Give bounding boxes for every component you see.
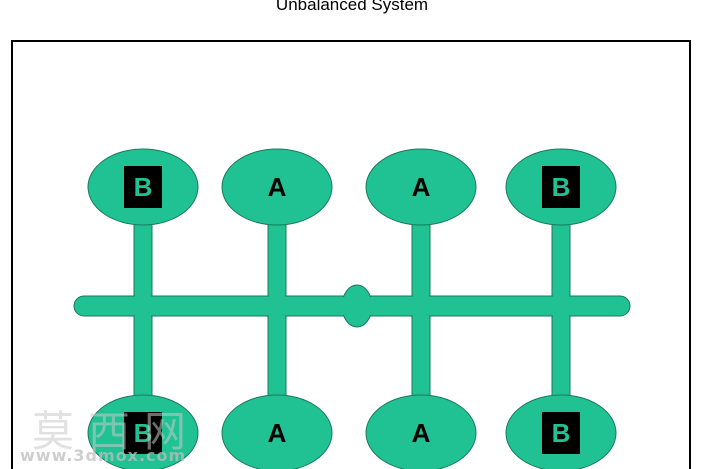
node-label: A xyxy=(268,418,287,448)
bottom-node-b-4: B xyxy=(505,394,617,469)
node-label: B xyxy=(134,172,153,202)
pipe-joint xyxy=(135,187,151,433)
top-node-a-3: A xyxy=(365,148,477,226)
node-label: A xyxy=(412,172,431,202)
watermark-url: www.3dmox.com xyxy=(20,446,187,465)
top-node-b-1: B xyxy=(87,148,199,226)
pipe-joint xyxy=(413,187,429,433)
node-ellipse xyxy=(365,148,477,226)
node-label: B xyxy=(134,418,153,448)
diagram-frame xyxy=(11,40,691,469)
bottom-node-b-1: B xyxy=(87,394,199,469)
node-label: A xyxy=(268,172,287,202)
nodes: B A A B B A A B xyxy=(87,148,617,469)
pipe-joint xyxy=(553,187,569,433)
node-ellipse xyxy=(221,148,333,226)
node-label: A xyxy=(412,418,431,448)
node-label-box xyxy=(542,166,580,208)
node-label: B xyxy=(552,418,571,448)
node-ellipse xyxy=(221,394,333,469)
top-node-b-4: B xyxy=(505,148,617,226)
diagram-title: Unbalanced System xyxy=(275,0,429,14)
pipe-joint xyxy=(343,286,371,326)
watermark-chinese: 莫西网 xyxy=(32,407,201,456)
node-ellipse xyxy=(365,394,477,469)
bottom-node-a-3: A xyxy=(365,394,477,469)
pipe-joint xyxy=(269,187,285,433)
node-label-box xyxy=(124,412,162,454)
node-label-box xyxy=(542,412,580,454)
node-label: B xyxy=(552,172,571,202)
node-label-box xyxy=(124,166,162,208)
bottom-node-a-2: A xyxy=(221,394,333,469)
top-node-a-2: A xyxy=(221,148,333,226)
